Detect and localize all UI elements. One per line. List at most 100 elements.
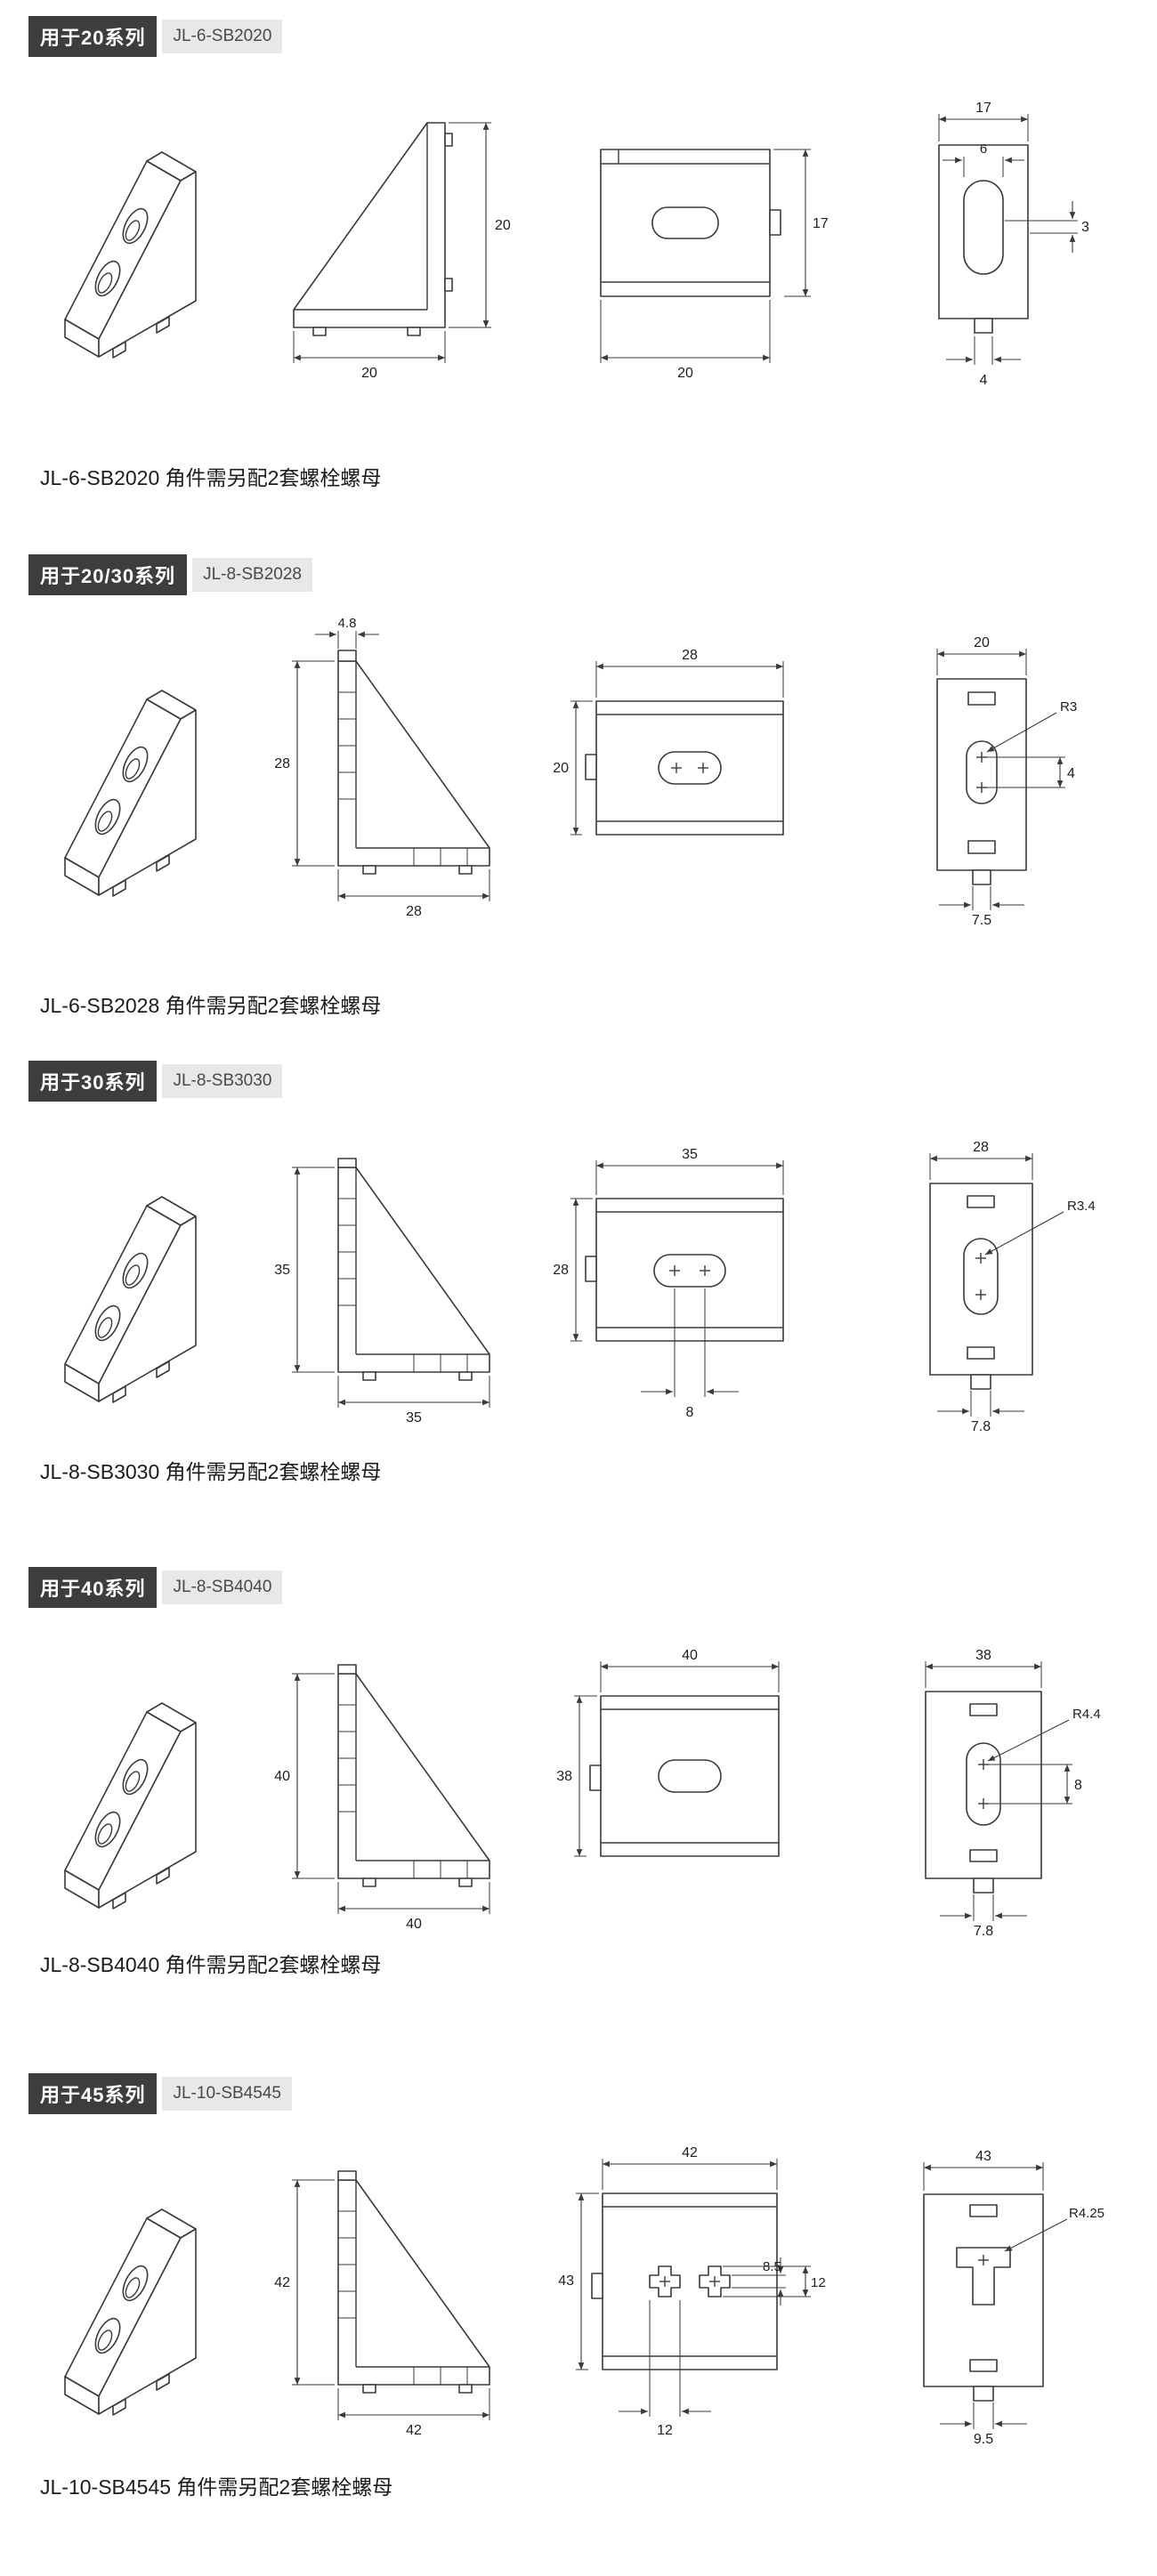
dimension-left: 42	[274, 2179, 335, 2386]
dimension-left: 43	[558, 2192, 599, 2370]
side-view: 42 42	[274, 2170, 490, 2438]
dim-label: 28	[553, 1263, 569, 1278]
dimension-tab: 7.8	[937, 1391, 1024, 1434]
dim-label: 42	[406, 2423, 422, 2438]
front-view: 42 43 8.5 12	[558, 2145, 826, 2438]
section-caption: JL-8-SB3030 角件需另配2套螺栓螺母	[40, 1460, 382, 1483]
dim-label: 28	[682, 648, 698, 663]
dim-label: 35	[406, 1410, 422, 1425]
product-section-sb3030: 用于30系列 JL-8-SB3030 35	[0, 1061, 1157, 1563]
end-view: 17 6 3 4	[938, 101, 1089, 388]
dimension-left: 40	[274, 1673, 335, 1879]
dimension-tab: 7.8	[940, 1894, 1027, 1939]
dim-label: 7.8	[974, 1924, 993, 1939]
dimension-bottom: 20	[293, 331, 446, 381]
isometric-view	[64, 151, 197, 359]
section-caption: JL-10-SB4545 角件需另配2套螺栓螺母	[40, 2475, 393, 2499]
dim-label: 7.8	[971, 1419, 991, 1434]
section-header: 用于20/30系列 JL-8-SB2028	[28, 554, 312, 595]
model-badge: JL-10-SB4545	[162, 2077, 292, 2111]
dimension-hole-gap: 4	[985, 756, 1075, 788]
dim-label: 42	[682, 2145, 698, 2160]
isometric-view	[64, 1196, 197, 1403]
dim-label: 42	[274, 2275, 290, 2290]
dimension-top: 28	[595, 648, 784, 698]
dimension-top: 35	[595, 1147, 784, 1195]
dimension-slot-width: 6	[943, 141, 1024, 177]
radius-label: R4.25	[1069, 2206, 1104, 2221]
dimension-hole-gap: 8	[987, 1764, 1082, 1805]
dimension-top: 40	[600, 1648, 780, 1692]
dim-label: 20	[361, 366, 377, 381]
section-header: 用于40系列 JL-8-SB4040	[28, 1567, 283, 1608]
dimension-tab: 9.5	[940, 2402, 1027, 2447]
front-view: 35 28 8	[553, 1147, 784, 1420]
dimension-tab: 4	[946, 336, 1021, 388]
dim-label: 20	[677, 366, 693, 381]
dim-label: 28	[274, 756, 290, 771]
side-view: 4.8 28 28	[274, 617, 490, 919]
series-badge: 用于20/30系列	[28, 554, 188, 595]
dim-label: 3	[1081, 220, 1089, 235]
dimension-right: 20	[449, 122, 511, 328]
dim-label: 40	[274, 1769, 290, 1784]
end-view: 38 R4.4 8 7.8	[925, 1648, 1101, 1939]
series-badge: 用于40系列	[28, 1567, 158, 1608]
dim-label: 38	[975, 1648, 991, 1663]
series-badge: 用于45系列	[28, 2073, 158, 2114]
dimension-right-lower: 12	[723, 2265, 826, 2297]
dimension-left: 28	[553, 1198, 593, 1342]
drawing-views: 40 40 40	[0, 1629, 1157, 1950]
side-view: 40 40	[274, 1664, 490, 1932]
dimension-left: 38	[556, 1695, 597, 1857]
dimension-tab: 7.5	[939, 886, 1024, 928]
section-header: 用于45系列 JL-10-SB4545	[28, 2073, 292, 2114]
radius-callout: R4.25	[1004, 2206, 1104, 2252]
series-badge: 用于30系列	[28, 1061, 158, 1102]
dimension-bottom: 42	[337, 2388, 490, 2438]
drawing-views: 20 20 17	[0, 78, 1157, 399]
radius-callout: R3	[986, 699, 1077, 753]
dim-label: 35	[274, 1263, 290, 1278]
section-caption: JL-6-SB2028 角件需另配2套螺栓螺母	[40, 994, 382, 1017]
series-badge: 用于20系列	[28, 16, 158, 57]
slot-cross-marks	[659, 2276, 720, 2287]
dim-label: 20	[974, 635, 990, 650]
slot-cross-marks	[978, 2255, 989, 2265]
radius-label: R3	[1060, 699, 1077, 715]
dim-label: 4.8	[338, 617, 357, 631]
dim-label: 40	[682, 1648, 698, 1663]
front-view: 17 20	[600, 149, 829, 381]
dim-label: 8	[1074, 1778, 1082, 1793]
dimension-top: 17	[938, 101, 1029, 141]
radius-callout: R3.4	[984, 1199, 1096, 1256]
dimension-top: 20	[936, 635, 1027, 675]
dimension-bottom: 20	[600, 300, 771, 381]
dim-label: 6	[980, 141, 987, 157]
side-view: 20 20	[293, 122, 511, 381]
dim-label: 17	[975, 101, 991, 116]
dim-label: 17	[813, 216, 829, 231]
dimension-top: 42	[602, 2145, 778, 2190]
dimension-bottom: 12	[619, 2300, 711, 2438]
dim-label: 40	[406, 1917, 422, 1932]
drawing-views: 42 42 42	[0, 2136, 1157, 2456]
isometric-view	[64, 2209, 197, 2416]
dim-label: 4	[1067, 766, 1075, 781]
front-view: 40 38	[556, 1648, 780, 1857]
dim-label: 7.5	[972, 913, 991, 928]
dim-label: 20	[495, 218, 511, 233]
dim-label: 12	[657, 2423, 673, 2438]
product-section-sb4040: 用于40系列 JL-8-SB4040 40	[0, 1567, 1157, 2070]
section-caption: JL-8-SB4040 角件需另配2套螺栓螺母	[40, 1953, 382, 1976]
product-section-sb2020: 用于20系列 JL-6-SB2020 20 20	[0, 16, 1157, 519]
dimension-top: 4.8	[315, 617, 379, 649]
slot-cross-marks	[671, 763, 708, 773]
dim-label: 28	[406, 904, 422, 919]
isometric-view	[64, 1702, 197, 1910]
dim-label: 9.5	[974, 2432, 993, 2447]
end-view: 43 R4.25 9.5	[923, 2149, 1104, 2447]
model-badge: JL-8-SB3030	[162, 1064, 283, 1098]
dimension-left: 35	[274, 1167, 335, 1373]
dim-label: 43	[558, 2273, 574, 2289]
